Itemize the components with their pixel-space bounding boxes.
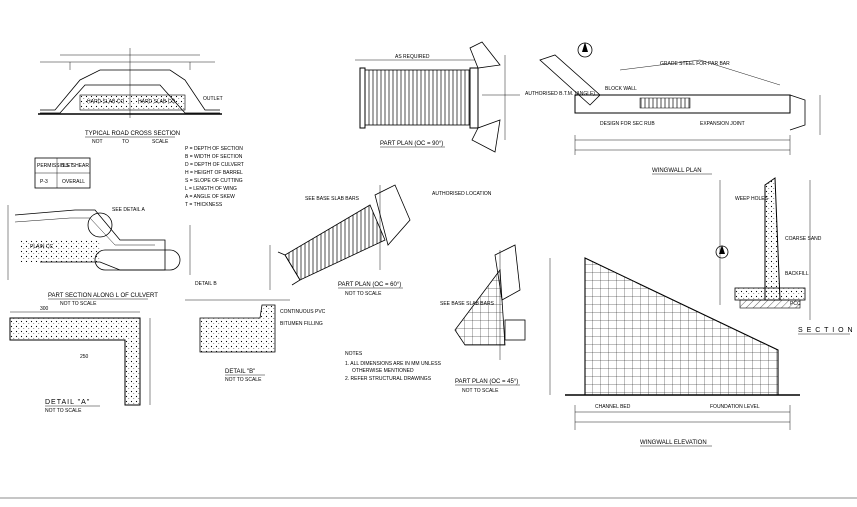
detB-label-2: BITUMEN FILLING [280,321,323,327]
sec-label-2: COARSE SAND [785,236,822,242]
road-label-3: OUTLET [203,96,223,102]
notes-line-3: 2. REFER STRUCTURAL DRAWINGS [345,376,432,382]
plan45-scale: NOT TO SCALE [462,388,499,394]
plan90-label-2: AUTHORISED B.T.M. (ANGLE) [525,91,595,97]
wingwall-elevation: CHANNEL BED FOUNDATION LEVEL WINGWALL EL… [549,257,800,447]
detB-scale: NOT TO SCALE [225,377,262,383]
wingwall-plan: GRADE STEEL FOR PAR BAR DESIGN FOR SEC R… [539,42,821,175]
wwplan-label-3: EXPANSION JOINT [700,121,745,127]
plan60-title: PART PLAN (OC = 60°) [338,282,401,288]
wwplan-label-2: DESIGN FOR SEC RUB [600,121,655,127]
plan45-title: PART PLAN (OC = 45°) [455,379,518,385]
wwelev-label-2: FOUNDATION LEVEL [710,404,760,410]
notes-block: NOTES 1. ALL DIMENSIONS ARE IN MM UNLESS… [345,351,442,382]
plan60-label-1: SEE BASE SLAB BARS [305,196,360,202]
road-cross-section: HARD SLAB CO HARD SLAB CO OUTLET TYPICAL… [38,48,223,145]
sec-label-4: PCC [790,301,801,307]
psec-label-2: PLAIN CC [30,244,53,250]
note-item-8: T = THICKNESS [185,202,223,208]
part-plan-45: SEE BASE SLAB BARS PART PLAN (OC = 45°) … [440,244,526,394]
detA-label-1: 300 [40,306,49,312]
psec-scale: NOT TO SCALE [60,301,97,307]
detA-scale: NOT TO SCALE [45,408,82,414]
legend-row2-head: P-3 [40,179,48,185]
detB-label-1: CONTINUOUS PVC [280,309,326,315]
road-scale-c: SCALE [152,139,169,145]
sec-label-3: BACKFILL [785,271,809,277]
wwplan-label-4: BLOCK WALL [605,86,637,92]
detA-title: DETAIL "A" [45,399,90,406]
psec-label-1: SEE DETAIL A [112,207,145,213]
road-label-1: HARD SLAB CO [87,99,124,105]
wwplan-title: WINGWALL PLAN [652,168,702,174]
section-title: S E C T I O N [798,327,854,334]
notes-heading: NOTES [345,351,363,357]
road-scale-a: NOT [92,139,103,145]
wall-section: WEEP HOLES COARSE SAND BACKFILL PCC S E … [715,177,854,335]
plan60-label-2: AUTHORISED LOCATION [432,191,492,197]
note-item-3: D = DEPTH OF CULVERT [185,162,244,168]
sec-label-1: WEEP HOLES [735,196,769,202]
part-section: SEE DETAIL A PLAIN CC DETAIL B PART SECT… [7,205,217,307]
psec-title: PART SECTION ALONG L OF CULVERT [48,293,158,299]
wwelev-label-1: CHANNEL BED [595,404,631,410]
wwplan-label-1: GRADE STEEL FOR PAR BAR [660,61,730,67]
note-item-5: S = SLOPE OF CUTTING [185,178,243,184]
note-item-6: L = LENGTH OF WING [185,186,237,192]
psec-label-3: DETAIL B [195,281,217,287]
plan45-label-1: SEE BASE SLAB BARS [440,301,495,307]
detail-a: 300 250 DETAIL "A" NOT TO SCALE [9,306,151,414]
road-scale-b: TO [122,139,129,145]
detB-title: DETAIL "B" [225,369,255,375]
plan90-title: PART PLAN (OC = 90°) [380,141,443,147]
part-plan-90: AS REQUIRED AUTHORISED B.T.M. (ANGLE) PA… [355,41,595,153]
road-label-2: HARD SLAB CO [138,99,175,105]
notes-line-2: OTHERWISE MENTIONED [352,368,414,374]
legend-row1-val: 1.5 T [62,163,73,169]
detA-label-2: 250 [80,354,89,360]
road-section-title: TYPICAL ROAD CROSS SECTION [85,131,180,137]
legend-row2-val: OVERALL [62,179,85,185]
notes-line-1: 1. ALL DIMENSIONS ARE IN MM UNLESS [345,361,442,367]
legend-row1-head: PERMISSIBLE SHEAR [37,163,89,169]
note-item-4: H = HEIGHT OF BARREL [185,170,243,176]
notes-list: P = DEPTH OF SECTION B = WIDTH OF SECTIO… [185,146,244,208]
note-item-7: A = ANGLE OF SKEW [185,194,235,200]
note-item-1: P = DEPTH OF SECTION [185,146,243,152]
plan60-scale: NOT TO SCALE [345,291,382,297]
note-item-2: B = WIDTH OF SECTION [185,154,243,160]
part-plan-60: SEE BASE SLAB BARS AUTHORISED LOCATION P… [269,184,492,297]
wwelev-title: WINGWALL ELEVATION [640,440,707,446]
detail-b: CONTINUOUS PVC BITUMEN FILLING DETAIL "B… [185,299,326,383]
legend-table: PERMISSIBLE SHEAR 1.5 T P-3 OVERALL [34,157,91,189]
plan90-label-1: AS REQUIRED [395,54,430,60]
